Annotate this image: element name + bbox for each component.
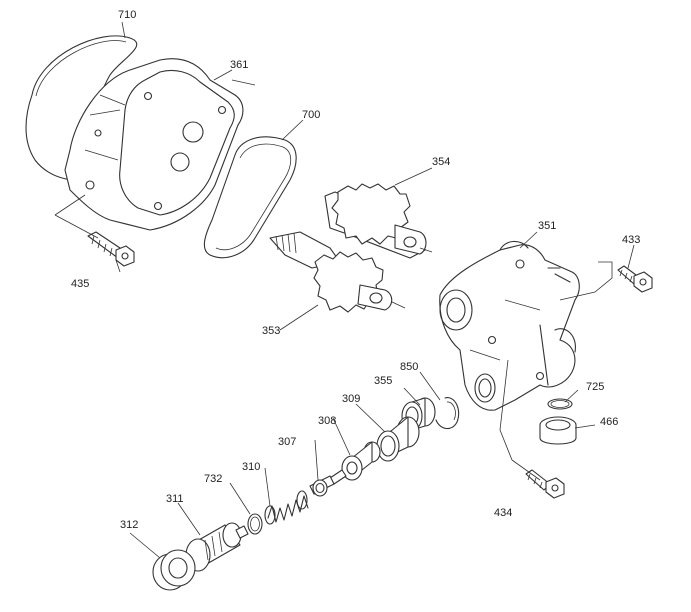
callout-309: 309 [342, 393, 360, 405]
part-361-pump-cover [64, 58, 244, 231]
callout-732: 732 [204, 473, 222, 485]
part-307-spool [309, 475, 335, 497]
part-309-sleeve [376, 416, 420, 462]
callout-850: 850 [400, 361, 418, 373]
part-725-oring [547, 398, 573, 410]
part-310-spring [264, 490, 309, 525]
part-312-cap [152, 549, 196, 591]
part-850-snap-ring [435, 397, 460, 430]
callout-355: 355 [374, 375, 392, 387]
callout-351: 351 [538, 220, 556, 232]
callout-311: 311 [166, 493, 184, 505]
callout-353: 353 [262, 325, 280, 337]
part-354-driven-gear [324, 183, 433, 259]
callout-308: 308 [318, 415, 336, 427]
callout-700: 700 [302, 109, 320, 121]
part-466-plug [539, 416, 577, 445]
part-434-bolt [525, 469, 565, 499]
callout-435: 435 [71, 278, 89, 290]
part-700-cover-seal [203, 136, 297, 259]
callout-307: 307 [278, 436, 296, 448]
callout-310: 310 [242, 461, 260, 473]
part-435-bolt [87, 231, 135, 267]
leader-lines [54, 21, 635, 559]
callout-433: 433 [622, 234, 640, 246]
callout-434: 434 [494, 507, 512, 519]
part-433-bolt [617, 265, 653, 293]
part-311-valve-plug [185, 522, 249, 572]
part-351-pump-body [439, 240, 580, 411]
callout-361: 361 [230, 59, 248, 71]
part-353-drive-gear [269, 231, 406, 313]
part-732-oring [247, 513, 263, 535]
callout-725: 725 [586, 381, 604, 393]
callout-466: 466 [600, 416, 618, 428]
part-308-valve-piston [329, 441, 381, 485]
callout-354: 354 [432, 156, 450, 168]
callout-312: 312 [120, 519, 138, 531]
callouts: 710 361 700 354 351 433 435 353 850 355 … [71, 9, 640, 531]
callout-710: 710 [118, 9, 136, 21]
